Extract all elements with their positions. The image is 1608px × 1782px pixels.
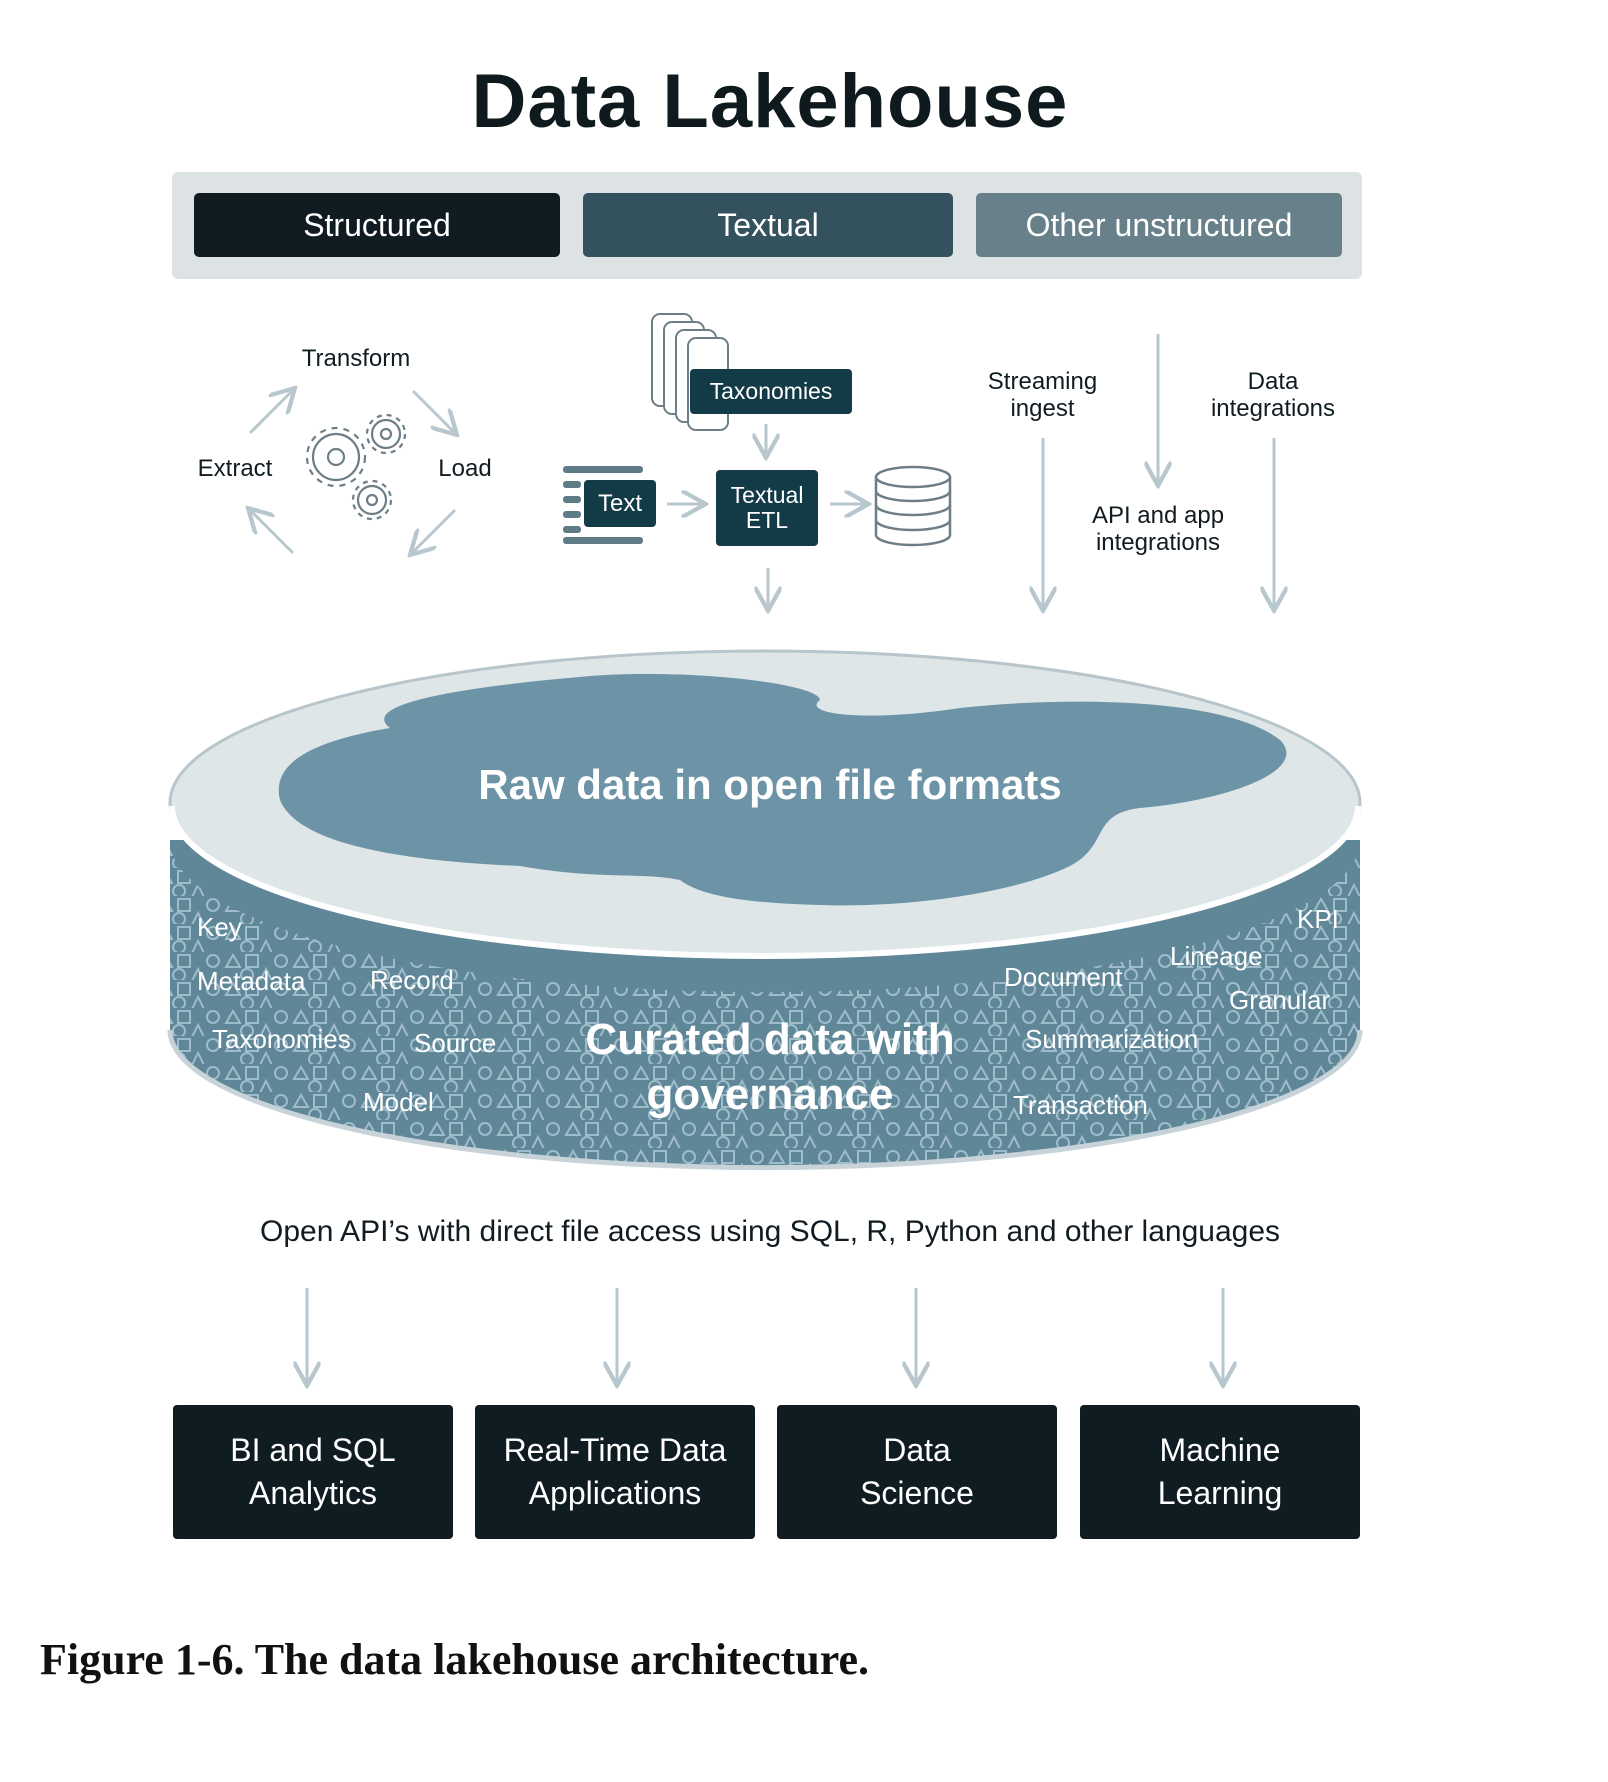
api-app-integrations-label: API and app integrations — [1091, 502, 1225, 556]
consumer-machine-learning-label: Machine Learning — [1157, 1432, 1283, 1511]
diagram-title: Data Lakehouse — [471, 59, 1069, 144]
tag-lineage: Lineage — [1170, 941, 1263, 971]
consumer-realtime-apps: Real-Time Data Applications — [475, 1405, 755, 1539]
source-structured: Structured — [194, 193, 560, 257]
tag-granular: Granular — [1229, 985, 1331, 1015]
text-box: Text — [584, 480, 656, 527]
gears-icon — [305, 413, 407, 521]
cylinder-bottom-rim — [167, 1029, 1363, 1171]
data-integrations-label: Data integrations — [1210, 368, 1336, 422]
curated-data-label: Curated data with governance — [585, 1015, 955, 1119]
arrow-transform-load — [411, 389, 455, 433]
consumer-realtime-apps-label: Real-Time Data Applications — [503, 1432, 727, 1511]
raw-data-label: Raw data in open file formats — [478, 761, 1062, 808]
etl-cycle — [250, 390, 455, 553]
database-icon — [874, 465, 952, 547]
consumer-machine-learning: Machine Learning — [1080, 1405, 1360, 1539]
arrow-extract-transform — [248, 390, 293, 435]
consumer-bi-sql-label: BI and SQL Analytics — [230, 1432, 396, 1511]
consumer-data-science: Data Science — [777, 1405, 1057, 1539]
tag-document: Document — [1004, 962, 1123, 992]
cylinder-top-rim — [169, 805, 1361, 959]
tag-source: Source — [414, 1028, 497, 1058]
arrow-back-extract — [250, 510, 295, 555]
textual-etl-flow — [563, 313, 952, 608]
arrow-load-extract — [412, 508, 457, 553]
text-lines-icon — [563, 466, 643, 544]
textual-etl-box: Textual ETL — [716, 470, 818, 546]
open-apis-label: Open API’s with direct file access using… — [259, 1215, 1281, 1248]
tag-record: Record — [370, 965, 454, 995]
tag-model: Model — [363, 1087, 434, 1117]
etl-extract-label: Extract — [197, 455, 273, 482]
etl-load-label: Load — [438, 455, 492, 482]
lakehouse-cylinder — [167, 649, 1363, 1171]
tag-key: Key — [197, 912, 242, 942]
source-other-unstructured: Other unstructured — [976, 193, 1342, 257]
figure-caption: Figure 1-6. The data lakehouse architect… — [40, 1635, 870, 1684]
consumer-bi-sql: BI and SQL Analytics — [173, 1405, 453, 1539]
etl-transform-label: Transform — [301, 345, 411, 372]
tag-metadata: Metadata — [197, 966, 306, 996]
tag-summarization: Summarization — [1025, 1024, 1199, 1054]
source-textual: Textual — [583, 193, 953, 257]
tag-transaction: Transaction — [1013, 1090, 1148, 1120]
tag-kpi: KPI — [1297, 904, 1339, 934]
raw-data-lake — [278, 673, 1287, 906]
consumer-data-science-label: Data Science — [860, 1432, 974, 1511]
streaming-ingest-label: Streaming ingest — [987, 368, 1098, 422]
taxonomies-box: Taxonomies — [690, 369, 852, 414]
tag-taxonomies: Taxonomies — [212, 1024, 351, 1054]
